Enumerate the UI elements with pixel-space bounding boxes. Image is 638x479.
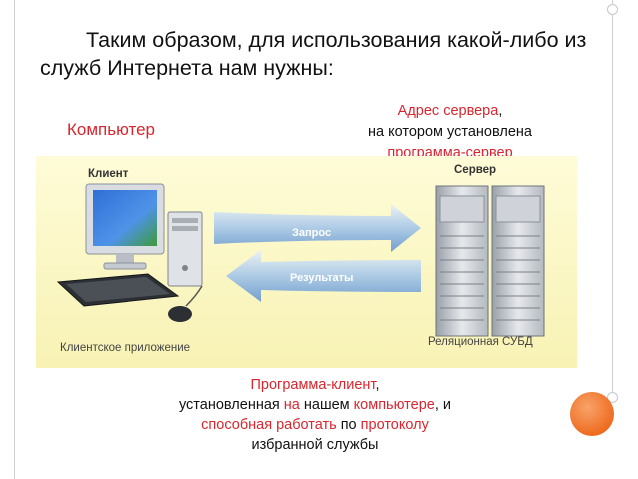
frame-dot [607, 4, 618, 15]
server-note-line1: Адрес сервера, [397, 103, 503, 119]
results-label: Результаты [290, 272, 353, 284]
request-label: Запрос [292, 227, 331, 239]
slide-title: Таким образом, для использования какой-л… [40, 28, 587, 80]
client-label: Клиент [88, 168, 129, 180]
client-note: Программа-клиент, установленная на нашем… [130, 375, 500, 455]
client-program-text: Программа-клиент [250, 377, 376, 393]
server-label: Сервер [454, 164, 497, 176]
computer-label: Компьютер [67, 120, 155, 139]
server-note-line2: на котором установлена [368, 124, 532, 140]
client-app-label: Клиентское приложение [60, 342, 191, 354]
request-arrow [214, 204, 421, 252]
server-note: Адрес сервера, на котором установлена пр… [330, 101, 570, 164]
diagram-graphics: Запрос Результаты [56, 183, 545, 337]
orange-circle-decoration [570, 392, 614, 436]
results-arrow [226, 250, 421, 302]
slide-frame-right-line [612, 0, 613, 396]
system-unit-icon [167, 211, 203, 287]
client-note-line1: Программа-клиент, [250, 377, 380, 393]
mouse-icon [168, 285, 203, 322]
monitor-icon [85, 183, 165, 270]
dbms-label: Реляционная СУБД [428, 336, 533, 348]
client-note-line4: избранной службы [251, 437, 379, 453]
client-note-line2: установленная на нашем компьютере, и [178, 397, 452, 413]
client-server-diagram: Запрос Результаты Клиент Сервер Клиентск… [36, 156, 577, 368]
keyboard-icon [56, 273, 180, 307]
server-rack-icon [435, 185, 545, 337]
slide-frame-left-line [14, 0, 15, 479]
client-note-line3: способная работать по протоколу [201, 417, 429, 433]
server-address-text: Адрес сервера [397, 103, 499, 119]
